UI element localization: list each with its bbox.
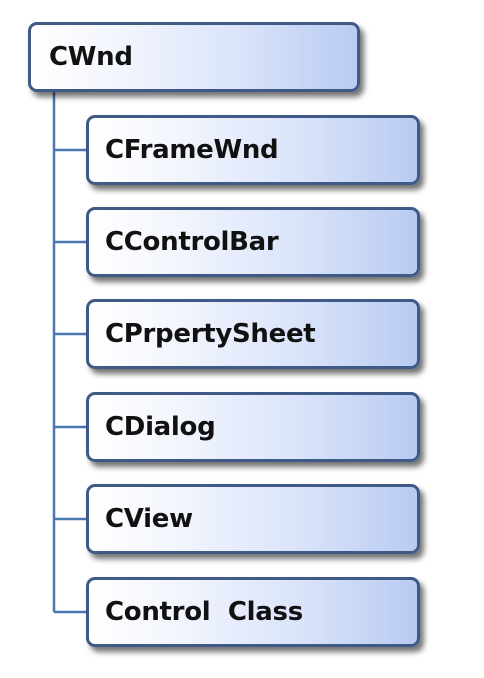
child-node-label: CDialog — [105, 412, 216, 442]
root-node-label: CWnd — [49, 42, 133, 72]
child-node-cview: CView — [86, 484, 420, 554]
child-node-label: CPrpertySheet — [105, 319, 316, 349]
child-node-label: CControlBar — [105, 227, 279, 257]
child-node-cprpertysheet: CPrpertySheet — [86, 299, 420, 369]
child-node-label: CFrameWnd — [105, 135, 279, 165]
child-node-control-class: Control Class — [86, 577, 420, 647]
child-node-cframewnd: CFrameWnd — [86, 115, 420, 185]
child-node-cdialog: CDialog — [86, 392, 420, 462]
child-node-ccontrolbar: CControlBar — [86, 207, 420, 277]
child-node-label: Control Class — [105, 597, 303, 627]
child-node-label: CView — [105, 504, 193, 534]
root-node-cwnd: CWnd — [28, 22, 360, 92]
